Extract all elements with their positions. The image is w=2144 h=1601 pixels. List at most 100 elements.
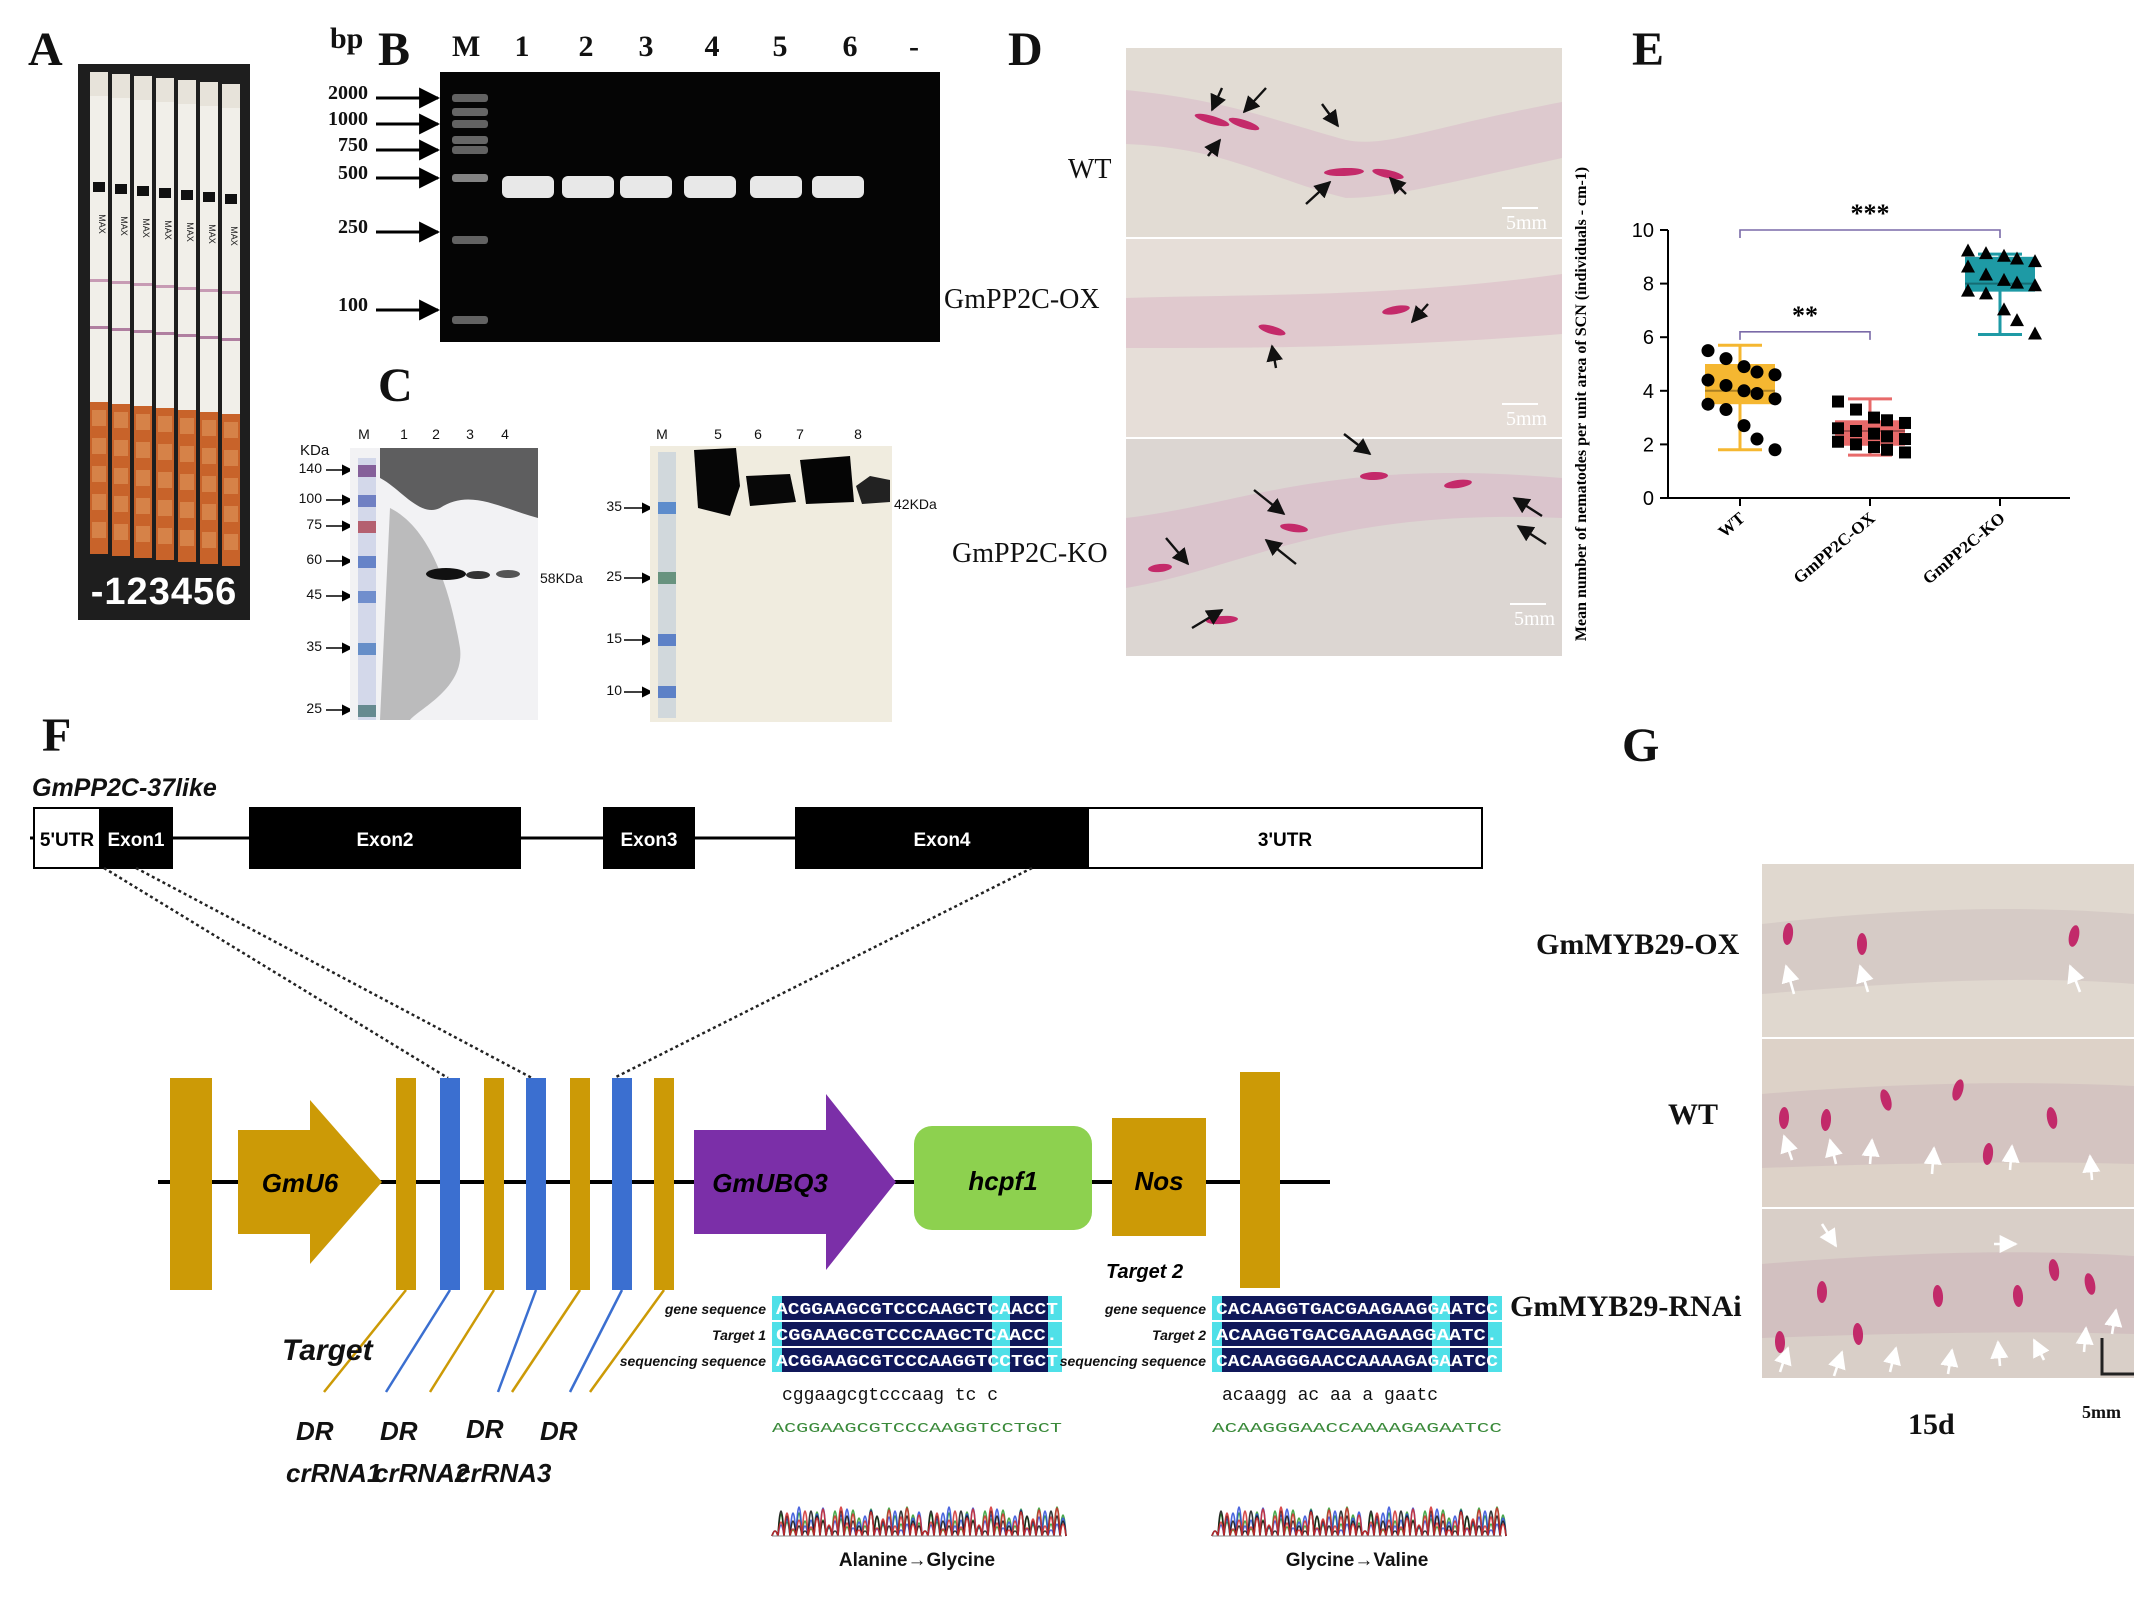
nematode-arrow: [1940, 1348, 1959, 1375]
gel-marker-size: 2000: [328, 82, 368, 104]
blot-band: [800, 456, 854, 504]
ladder-band: [658, 686, 676, 698]
gene-segment-label: Exon4: [913, 830, 970, 851]
nematode-arrow: [1774, 1346, 1792, 1373]
western-blot-right: [650, 446, 892, 722]
ladder-band: [452, 236, 488, 244]
ladder-band: [452, 146, 488, 154]
ladder-band: [452, 174, 488, 182]
nematode: [1857, 933, 1867, 955]
alignment-1-caption: Alanine→Glycine: [839, 1550, 995, 1571]
ladder-band: [358, 521, 376, 533]
alignment-2-mismatch: [1432, 1296, 1450, 1320]
gel-lane-label: -: [909, 30, 919, 63]
max-arrow-icon: [159, 188, 171, 198]
blot-right-bands: [658, 448, 890, 718]
alignment-2-row-label: gene sequence: [1104, 1301, 1206, 1317]
pcr-band: [684, 176, 736, 198]
test-line: [134, 330, 152, 333]
nematode: [2046, 1107, 2058, 1129]
blot-marker-size: 25: [606, 568, 622, 584]
root-photo-d: 5mm 5mm 5mm: [1126, 48, 1562, 656]
alignment-1-mismatch: [1048, 1322, 1062, 1346]
blot-band: [466, 571, 490, 579]
crrna-spacer: [440, 1078, 460, 1290]
pad-print: [180, 474, 194, 490]
projection-line: [103, 866, 449, 1080]
alignment-1-row-bg: [772, 1296, 1062, 1320]
blot-band: [426, 568, 466, 580]
nematode-arrow: [1242, 87, 1267, 114]
nematode: [1444, 479, 1472, 489]
gene-segment: [795, 807, 1089, 869]
gmubq3-promoter: [694, 1094, 896, 1270]
alignment-2-sequence: CACAAGGTGACGAAGAAGGAATCC: [1216, 1301, 1498, 1320]
nematode-arrow: [2001, 1144, 2020, 1171]
data-point: [1979, 286, 1993, 300]
alignment-2-row-label: Target 2: [1152, 1327, 1206, 1343]
y-tick-label: 0: [1643, 488, 1654, 510]
alignment-2-mismatch: [1212, 1296, 1222, 1320]
control-line: [222, 291, 240, 294]
gel-bp-label: bp: [330, 22, 364, 55]
data-point: [1961, 243, 1975, 257]
d-scale-1: 5mm: [1506, 212, 1548, 234]
crrna-spacer: [612, 1078, 632, 1290]
max-arrow-icon: [181, 190, 193, 200]
nematode: [1258, 324, 1286, 336]
root-photos-g: [1762, 864, 2134, 1378]
target2-label: Target 2: [1106, 1261, 1183, 1283]
y-tick-label: 10: [1632, 220, 1654, 242]
blot-lane-label: 1: [400, 426, 408, 442]
gel-marker-arrows: [376, 87, 441, 321]
test-line: [222, 338, 240, 341]
alignment-2-sequence: ACAAGGTGACGAAGAAGGAATC.: [1216, 1327, 1498, 1346]
gmu6-promoter: [238, 1100, 382, 1264]
blot-lane-label: M: [656, 426, 668, 442]
data-point: [1850, 403, 1862, 416]
blot-lane-label: 5: [714, 426, 722, 442]
left-border: [170, 1078, 212, 1290]
blot-marker-size: 10: [606, 682, 622, 698]
data-point: [1768, 368, 1782, 382]
alignment-1-row-bg: [772, 1348, 1062, 1372]
alignment-1-mismatch: [772, 1348, 782, 1372]
nematode-arrow: [1343, 433, 1372, 456]
pad-print: [158, 416, 172, 432]
data-point: [2028, 278, 2042, 292]
nematode: [1852, 1323, 1864, 1345]
pad-print: [180, 418, 194, 434]
nematode-arrow: [1990, 1340, 2009, 1367]
blot-band: [856, 476, 890, 504]
alignment-1-sequence: CGGAAGCGTCCCAAGCTCAACC.: [776, 1327, 1058, 1346]
max-arrow-icon: [137, 186, 149, 196]
data-point: [1961, 259, 1975, 273]
pad-print: [92, 494, 106, 510]
pad-print: [202, 448, 216, 464]
gmubq3-label: GmUBQ3: [712, 1168, 828, 1198]
alignment-1-row-label: gene sequence: [664, 1301, 766, 1317]
gel-lane-label: 6: [842, 30, 858, 63]
target-label: Target: [282, 1334, 375, 1367]
test-strip: [134, 76, 152, 406]
ladder-band: [358, 591, 376, 603]
nematode-arrow: [1856, 964, 1874, 993]
pad-print: [202, 504, 216, 520]
alignment-2-mismatch: [1488, 1348, 1502, 1372]
strip-top: [90, 72, 108, 96]
pad-print: [92, 438, 106, 454]
panel-label-e: E: [1632, 23, 1665, 76]
projection-line: [135, 866, 533, 1080]
control-line: [134, 283, 152, 286]
strip-top: [156, 78, 174, 102]
ladder-band: [452, 120, 488, 128]
pad-print: [224, 506, 238, 522]
pad-print: [158, 472, 172, 488]
pad-print: [202, 532, 216, 548]
root: [1762, 1083, 2134, 1168]
nematode: [1324, 167, 1364, 177]
alignment-2-mismatch: [1212, 1322, 1222, 1346]
gel-lane-label: 2: [578, 30, 594, 63]
